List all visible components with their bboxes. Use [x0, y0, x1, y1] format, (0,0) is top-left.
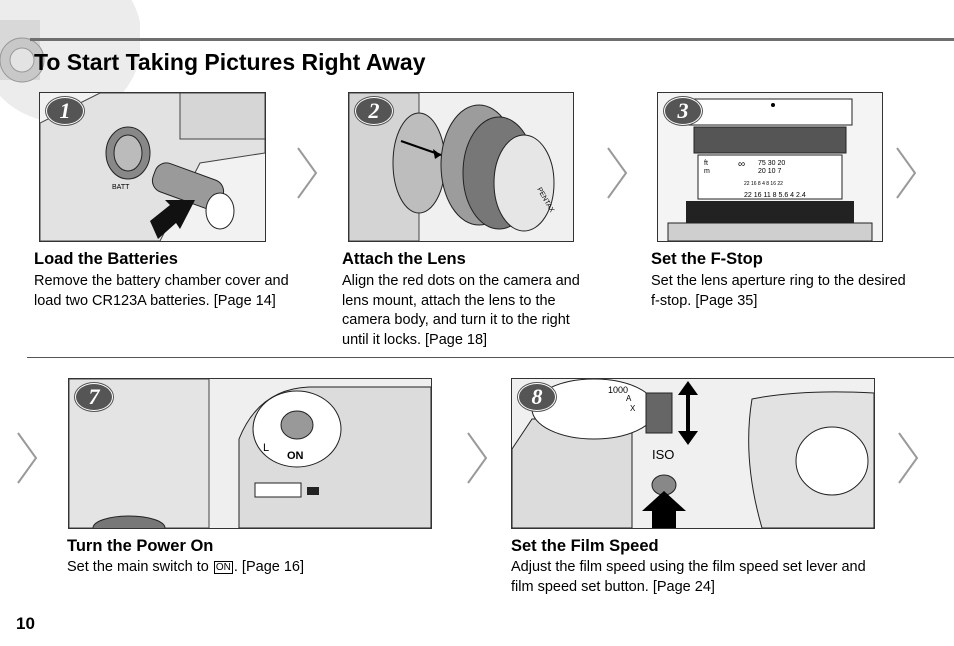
step-7-title: Turn the Power On: [67, 537, 214, 555]
step-3-body: Set the lens aperture ring to the desire…: [651, 273, 906, 309]
battery-label: BATT: [112, 184, 130, 191]
step-8-badge: 8: [518, 383, 556, 411]
next-step-arrow-icon: [297, 147, 318, 199]
scale-m-values: 20 10 7: [758, 168, 781, 175]
next-step-arrow-icon: [17, 432, 38, 484]
step-8-body: Adjust the film speed using the film spe…: [511, 559, 866, 595]
step-2-title: Attach the Lens: [342, 250, 466, 268]
dial-value: 1000: [608, 385, 628, 395]
dial-x: X: [630, 404, 636, 413]
next-step-arrow-icon: [467, 432, 488, 484]
step-7-body: Set the main switch to ON. [Page 16]: [67, 558, 407, 578]
step-2-illustration: PENTAX 2: [348, 92, 574, 242]
scale-ft: ft: [704, 160, 708, 167]
aperture-scale: 22 16 11 8 5.6 4 2.4: [744, 192, 806, 199]
step-3-badge: 3: [664, 97, 702, 125]
step-1-title: Load the Batteries: [34, 250, 178, 268]
next-step-arrow-icon: [607, 147, 628, 199]
section-divider: [27, 357, 954, 358]
step-2-body: Align the red dots on the camera and len…: [342, 273, 580, 348]
step-8-illustration: 1000 A X ISO 8: [511, 378, 875, 529]
next-step-arrow-icon: [896, 147, 917, 199]
iso-label: ISO: [652, 447, 674, 462]
scale-m: m: [704, 168, 710, 175]
step-1-badge: 1: [46, 97, 84, 125]
page-title: To Start Taking Pictures Right Away: [34, 49, 426, 75]
step-7-badge: 7: [75, 383, 113, 411]
switch-on-label: ON: [287, 450, 304, 462]
step-2-badge: 2: [355, 97, 393, 125]
page-number: 10: [16, 614, 35, 633]
scale-infinity: ∞: [738, 159, 745, 170]
dial-auto: A: [626, 394, 632, 403]
step-1-illustration: BATT 1: [39, 92, 266, 242]
step-3-illustration: ft m ∞ 75 30 20 20 10 7 22 16 8 4 8 16 2…: [657, 92, 883, 242]
switch-l-label: L: [263, 442, 269, 454]
step-7-illustration: L ON 7: [68, 378, 432, 529]
step-8-title: Set the Film Speed: [511, 537, 659, 555]
step-1-body: Remove the battery chamber cover and loa…: [34, 273, 289, 309]
corner-camera-decoration: [0, 0, 140, 130]
next-step-arrow-icon: [898, 432, 919, 484]
scale-ft-values: 75 30 20: [758, 160, 785, 167]
top-rule: [30, 38, 954, 41]
depth-scale: 22 16 8 4 8 16 22: [744, 181, 783, 187]
step-7-body-after: . [Page 16]: [233, 559, 305, 575]
step-7-body-before: Set the main switch to: [67, 559, 209, 575]
step-3-title: Set the F-Stop: [651, 250, 763, 268]
on-symbol: ON: [213, 561, 233, 574]
